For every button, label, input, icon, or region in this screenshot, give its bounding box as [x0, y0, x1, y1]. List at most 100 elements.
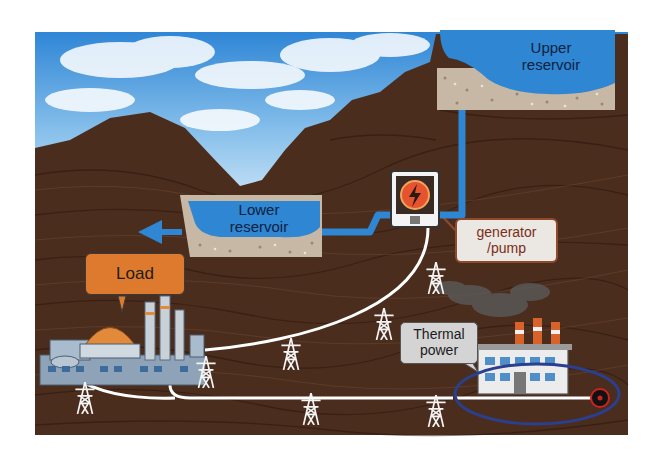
illustration-part [440, 30, 615, 94]
illustration-part [350, 33, 430, 57]
illustration-part [510, 283, 550, 301]
illustration-part [401, 181, 429, 209]
illustration-part [434, 281, 466, 295]
callout-label: Load [116, 264, 154, 283]
illustration-part [551, 330, 560, 334]
illustration-part [533, 327, 542, 331]
illustration-part [311, 242, 314, 245]
illustration-part [199, 244, 202, 247]
water-pipe [440, 110, 462, 215]
illustration-part [35, 420, 628, 436]
illustration-part [515, 330, 524, 334]
reservoir: Lower reservoir [180, 195, 322, 257]
illustration-part [500, 373, 510, 381]
illustration-part [546, 101, 549, 104]
illustration-part [154, 366, 162, 372]
illustration-part [410, 216, 420, 224]
illustration-part [591, 389, 609, 407]
illustration-part [114, 366, 122, 372]
thermal-plant: Thermal power [453, 362, 621, 426]
illustration-part [188, 201, 320, 237]
illustration-part [516, 93, 519, 96]
illustration-part [598, 396, 603, 401]
illustration-part [160, 296, 170, 360]
illustration-part [391, 171, 439, 227]
callout-pointer [118, 296, 126, 312]
illustration-part [289, 251, 292, 254]
illustration-part [474, 344, 572, 350]
illustration-part [100, 366, 108, 372]
illustration-part [214, 244, 307, 255]
illustration-part [396, 176, 434, 214]
illustration-part [274, 244, 277, 247]
callout-label-box: generator /pump [455, 218, 558, 263]
illustration-part [530, 373, 540, 381]
callout-label: Thermal power [405, 327, 473, 358]
illustration-part [85, 328, 135, 346]
illustration-part [80, 344, 140, 358]
pylon [75, 382, 94, 414]
illustration-part [330, 135, 436, 140]
reservoir-label-box: Upper reservoir [492, 32, 610, 82]
illustration-part [455, 364, 619, 424]
illustration-part [576, 97, 579, 100]
pylon [301, 393, 320, 425]
illustration-part [478, 348, 568, 394]
wood-grain [35, 110, 628, 436]
illustration-part [545, 373, 555, 381]
illustration-part [440, 110, 628, 119]
illustration-part [265, 90, 335, 110]
pylon [426, 395, 445, 427]
illustration-part [466, 89, 469, 92]
load-factory-outline [40, 300, 205, 385]
illustration-part [180, 109, 260, 131]
callout-label-box: Load [85, 253, 185, 295]
reservoir-label-box: Lower reservoir [198, 201, 320, 237]
reservoir: Upper reservoir [437, 28, 615, 110]
illustration-part [45, 88, 135, 112]
illustration-part [195, 61, 305, 89]
illustration-part [145, 312, 155, 315]
illustration-part [175, 310, 184, 360]
load-factory: Load [40, 300, 205, 385]
illustration-part [500, 357, 510, 365]
illustration-part [485, 373, 495, 381]
illustration-part [180, 195, 322, 257]
reservoir-label: Upper reservoir [512, 40, 590, 74]
illustration-part [48, 366, 56, 372]
smoke [434, 281, 550, 317]
illustration-part [409, 184, 421, 207]
illustration-part [455, 397, 591, 400]
illustration-part [214, 248, 217, 251]
callout-label-box: Thermal power [400, 322, 478, 364]
generator-pump: generator /pump [390, 170, 440, 228]
illustration-part [35, 175, 628, 214]
pylon [426, 262, 445, 294]
callout-label: generator /pump [463, 225, 550, 256]
pylon [281, 338, 300, 370]
illustration-part [140, 366, 148, 372]
illustration-part [444, 77, 447, 80]
illustration-part [76, 366, 84, 372]
illustration-part [35, 139, 628, 202]
illustration-part [199, 242, 314, 254]
illustration-part [304, 252, 307, 255]
soil [35, 34, 628, 435]
thermal-plant-outline [453, 362, 621, 426]
illustration-part [62, 366, 70, 372]
illustration-part [160, 306, 170, 309]
illustration-part [456, 102, 459, 105]
illustration-part [601, 103, 604, 106]
illustration-part [454, 83, 457, 86]
illustration-part [48, 366, 188, 372]
illustration-part [190, 335, 204, 357]
illustration-part [491, 99, 494, 102]
water-pipe [322, 215, 390, 232]
illustration-part [259, 246, 262, 249]
generator-pump-outline [390, 170, 440, 228]
illustration-part [145, 302, 155, 360]
illustration-part [564, 105, 567, 108]
illustration-part [481, 85, 484, 88]
